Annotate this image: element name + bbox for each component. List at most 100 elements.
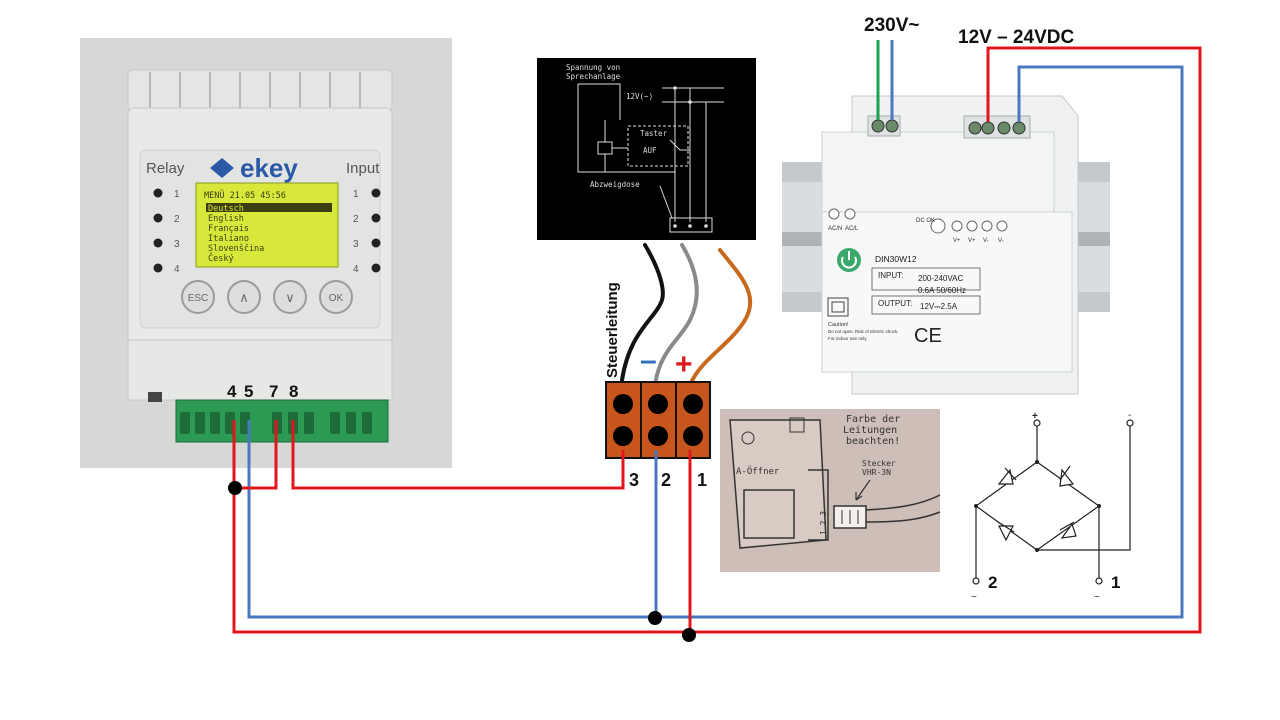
- junction-dot: [682, 628, 696, 642]
- door-opener-photo: Farbe der Leitungen beachten! A-Öffner S…: [720, 409, 941, 572]
- bridge-terminal: [1095, 577, 1103, 585]
- bridge-terminal: [972, 577, 980, 585]
- lcd-highlight: [206, 203, 332, 212]
- psu-upper-step: [821, 131, 1055, 213]
- opener-note1: Farbe der: [846, 414, 900, 425]
- psu-output-terminals: [963, 115, 1031, 139]
- up-button-label: ∧: [239, 290, 249, 305]
- input-leds: 1 2 3 4: [353, 188, 381, 275]
- controller-top: [127, 69, 393, 111]
- lcd-line: English: [208, 214, 244, 224]
- bridge-terminal: [1126, 419, 1134, 427]
- bridge-terminal: [1033, 419, 1041, 427]
- terminal-hole: [613, 394, 633, 414]
- plus-label: +: [675, 348, 693, 381]
- brand-name: ekey: [240, 153, 298, 183]
- psu-pin-label: AC/N: [828, 226, 842, 232]
- controller-ribs: [149, 72, 361, 108]
- bridge-ac2-label: 2: [988, 573, 997, 592]
- diode-icon: [997, 521, 1015, 542]
- lcd-line: Français: [208, 224, 249, 234]
- psu-dcok-label: DC OK: [916, 218, 935, 224]
- opener-note3: beachten!: [846, 436, 900, 447]
- relay-led: [153, 263, 163, 273]
- input-led: [371, 238, 381, 248]
- lcd-line: Deutsch: [208, 204, 244, 214]
- wire-gray: [653, 243, 699, 387]
- psu-front: [821, 211, 1073, 373]
- lcd-line: Italiano: [208, 234, 249, 244]
- double-insulation-icon: [827, 297, 849, 317]
- dc-label: 12V – 24VDC: [958, 27, 1074, 48]
- input-num: 3: [353, 239, 359, 250]
- terminal-number-1: 1: [697, 470, 707, 490]
- relay-num: 3: [174, 239, 180, 250]
- wire-black: [620, 243, 665, 382]
- opener-plug-model: VHR-3N: [862, 468, 891, 477]
- input-label: Input: [346, 160, 380, 177]
- opener-pin-numbers: 1 2 3: [819, 511, 828, 535]
- schematic-auf: AUF: [643, 146, 657, 155]
- terminal-hole: [683, 394, 703, 414]
- terminal-hole: [613, 426, 633, 446]
- terminal-label-4: 4: [227, 382, 237, 401]
- psu-pin-label: V+: [968, 238, 976, 244]
- diode-icon: [1059, 521, 1077, 539]
- esc-button: [181, 280, 215, 314]
- down-button: [273, 280, 307, 314]
- terminal-hole: [648, 394, 668, 414]
- bridge-ac1-tilde: ~: [1094, 592, 1100, 603]
- psu-input-value2: 0.6A 50/60Hz: [918, 286, 966, 295]
- intercom-cable: [620, 243, 753, 387]
- terminal-label-7: 7: [269, 382, 278, 401]
- psu-pin-label: V-: [983, 238, 989, 244]
- lcd-line: MENÜ 21.05 45:56: [204, 190, 286, 201]
- psu-pin-label: AC/L: [845, 226, 859, 232]
- lcd-line: Slovenščina: [208, 243, 264, 254]
- relay-num: 2: [174, 214, 180, 225]
- diode-icon: [997, 467, 1017, 485]
- terminal-hole: [648, 426, 668, 446]
- schematic-junction: Abzweigdose: [590, 180, 640, 189]
- esc-button-label: ESC: [188, 293, 209, 304]
- psu-input-label: INPUT:: [878, 271, 903, 280]
- junction-dot: [228, 481, 242, 495]
- psu-output-value: 12V⎓2.5A: [920, 302, 958, 311]
- schematic-subtitle: Sprechanlage: [566, 72, 621, 81]
- minus-label: –: [640, 344, 657, 377]
- psu-pin-label: V-: [998, 238, 1004, 244]
- wiring: [232, 40, 1202, 635]
- relay-led: [153, 188, 163, 198]
- wire-dc-minus: [247, 65, 1184, 619]
- relay-num: 4: [174, 264, 180, 275]
- terminal-hole: [683, 426, 703, 446]
- wire-dc-plus: [232, 46, 1202, 634]
- controller-clip: [148, 392, 162, 402]
- mains-label: 230V~: [864, 15, 919, 36]
- psu-caution3: For indoor use only.: [828, 336, 867, 341]
- psu-caution2: Do not open. Risk of electric shock.: [828, 329, 899, 334]
- wire-relay-to-terminal3: [291, 420, 625, 490]
- controller-base: [127, 339, 393, 401]
- psu-input-terminals: [867, 115, 901, 137]
- diode-icon: [1059, 465, 1075, 487]
- bridge-rectifier: [972, 419, 1134, 585]
- wire-brown: [688, 248, 753, 387]
- input-led: [371, 263, 381, 273]
- input-led: [371, 188, 381, 198]
- bridge-ac1-label: 1: [1111, 573, 1120, 592]
- opener-note2: Leitungen: [843, 425, 897, 436]
- ok-button: [319, 280, 353, 314]
- cable-label: Steuerleitung: [604, 282, 621, 378]
- relay-leds: 1 2 3 4: [153, 188, 180, 275]
- up-button: [227, 280, 261, 314]
- junction-dot: [648, 611, 662, 625]
- power-supply: AC/N AC/L V+ V+ V- V- DC OK DIN30W12 INP…: [782, 95, 1110, 395]
- bridge-minus-label: -: [1128, 410, 1131, 421]
- terminal-number-2: 2: [661, 470, 671, 490]
- opener-plug-label: Stecker: [862, 459, 896, 468]
- bridge-plus-label: +: [1032, 411, 1038, 422]
- controller-buttons: ESC ∧ ∨ OK: [181, 280, 353, 314]
- input-led: [371, 213, 381, 223]
